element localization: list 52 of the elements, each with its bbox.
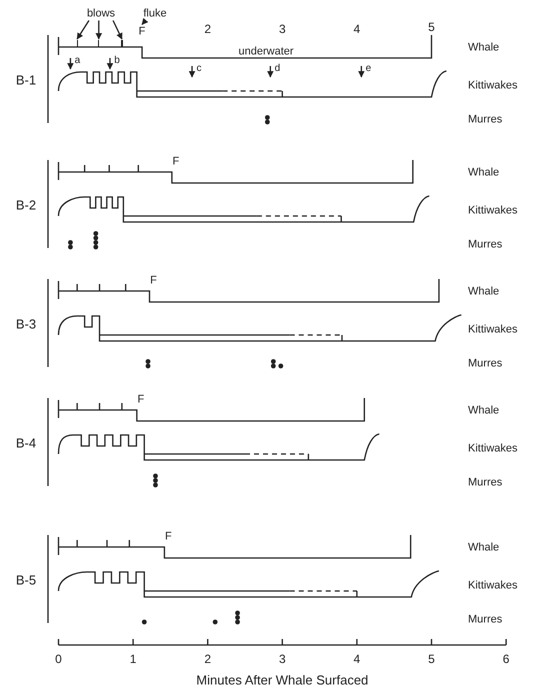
row-label: Murres bbox=[468, 358, 502, 370]
tick-label: 6 bbox=[502, 652, 510, 666]
panel-label: B-2 bbox=[16, 198, 36, 212]
tick-label: 2 bbox=[204, 22, 212, 36]
leader-arrow bbox=[112, 20, 122, 40]
axis-title: Minutes After Whale Surfaced bbox=[196, 672, 368, 688]
marker-label: F bbox=[172, 156, 180, 168]
event-letter: b bbox=[114, 55, 120, 67]
panel-label: B-3 bbox=[16, 316, 36, 332]
event-letter: e bbox=[366, 63, 372, 75]
marker-label: F bbox=[137, 394, 144, 406]
marker-label: F bbox=[165, 530, 172, 544]
row-label: Whale bbox=[468, 404, 500, 418]
blow-tick bbox=[121, 40, 123, 47]
tick-label: 1 bbox=[130, 652, 136, 666]
row-label: Kittiwakes bbox=[468, 204, 518, 218]
leader-arrow bbox=[142, 18, 148, 25]
row-label: Kittiwakes bbox=[468, 442, 518, 456]
panel-label: B-5 bbox=[16, 572, 36, 588]
row-label: Kittiwakes bbox=[468, 580, 518, 592]
event-letter: a bbox=[74, 55, 80, 67]
panel-label: B-1 bbox=[16, 72, 36, 88]
row-label: Whale bbox=[468, 542, 500, 554]
marker-label: F bbox=[150, 274, 157, 288]
event-letter: d bbox=[274, 63, 280, 75]
tick-label: 5 bbox=[428, 652, 435, 666]
row-label: Kittiwakes bbox=[468, 324, 518, 336]
row-label: Whale bbox=[468, 166, 500, 180]
tick-label: 5 bbox=[428, 20, 435, 34]
blow-tick bbox=[98, 40, 100, 47]
callout-label: blows bbox=[86, 8, 116, 20]
leader-arrow bbox=[76, 20, 90, 40]
row-label: Whale bbox=[468, 286, 500, 298]
tick-label: 3 bbox=[278, 22, 286, 36]
tick-label: 3 bbox=[278, 652, 286, 666]
row-label: Kittiwakes bbox=[468, 80, 518, 92]
event-letter: c bbox=[196, 63, 202, 75]
callout-label: fluke bbox=[143, 8, 167, 20]
row-label: Whale bbox=[468, 42, 500, 54]
tick-label: 4 bbox=[354, 22, 360, 36]
panel-label: B-4 bbox=[16, 436, 36, 450]
row-label: Murres bbox=[468, 238, 502, 252]
row-label: Murres bbox=[468, 476, 502, 490]
trace-label: underwater bbox=[238, 46, 294, 58]
row-label: Murres bbox=[468, 114, 502, 126]
blow-tick bbox=[76, 40, 78, 47]
marker-label: F bbox=[138, 26, 146, 38]
row-label: Murres bbox=[468, 614, 502, 626]
tick-label: 4 bbox=[354, 652, 360, 666]
tick-label: 2 bbox=[204, 652, 212, 666]
leader-arrow bbox=[96, 20, 102, 40]
tick-label: 0 bbox=[55, 652, 62, 666]
